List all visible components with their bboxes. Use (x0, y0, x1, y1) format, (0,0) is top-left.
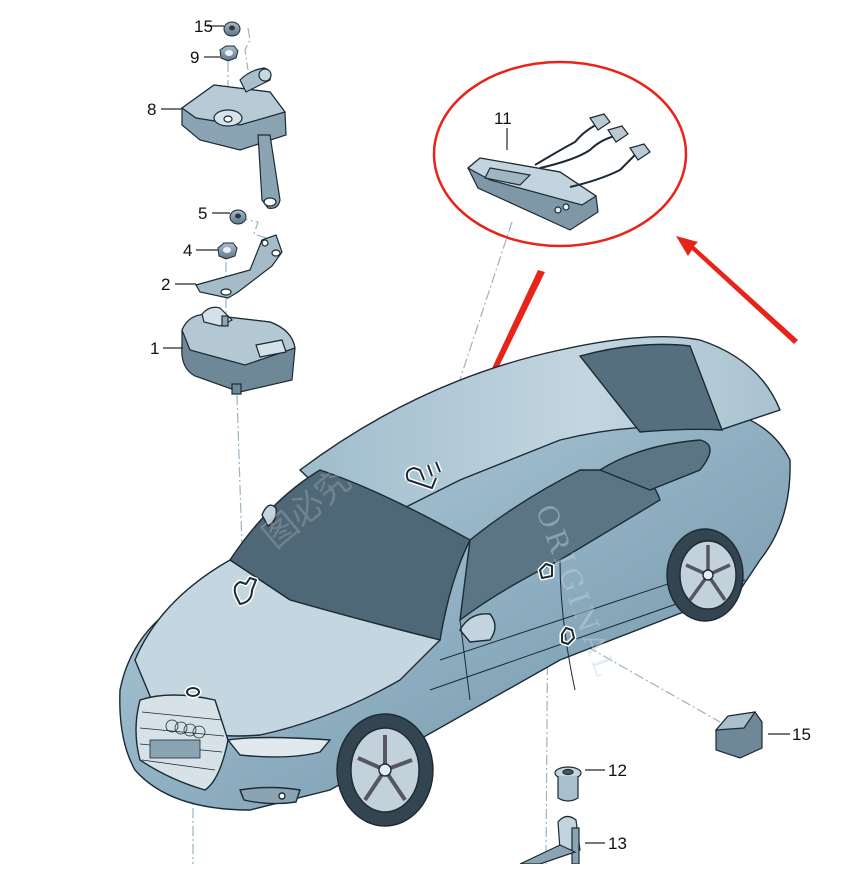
part-11-antenna-module (466, 113, 651, 231)
part-15-sensor (714, 711, 763, 759)
rear-wheel (666, 528, 744, 622)
callout-13: 13 (608, 834, 627, 853)
car-body (119, 335, 791, 827)
part-5-nut (229, 209, 247, 225)
part-8-nut (219, 45, 239, 62)
callout-2: 2 (161, 275, 171, 294)
callout-4: 4 (183, 241, 193, 260)
part-7-bracket (180, 67, 287, 209)
part-12-grommet (554, 766, 582, 802)
callout-9: 15 (194, 17, 213, 36)
part-13-clip (519, 815, 581, 865)
callout-11: 11 (494, 109, 512, 128)
callout-5: 5 (198, 204, 208, 223)
callout-lines (161, 25, 790, 844)
part-1-control-unit (181, 306, 296, 395)
callout-12: 12 (608, 761, 627, 780)
part-9-nut (223, 21, 241, 37)
red-arrow-up (676, 236, 798, 344)
highlight-circle (432, 60, 688, 248)
callout-1: 1 (150, 339, 160, 358)
callout-15: 15 (792, 725, 811, 744)
callout-7: 8 (147, 100, 157, 119)
part-2-bracket (195, 234, 283, 299)
front-wheel (336, 713, 434, 827)
callout-8: 9 (190, 48, 200, 67)
part-4-nut (217, 242, 238, 260)
